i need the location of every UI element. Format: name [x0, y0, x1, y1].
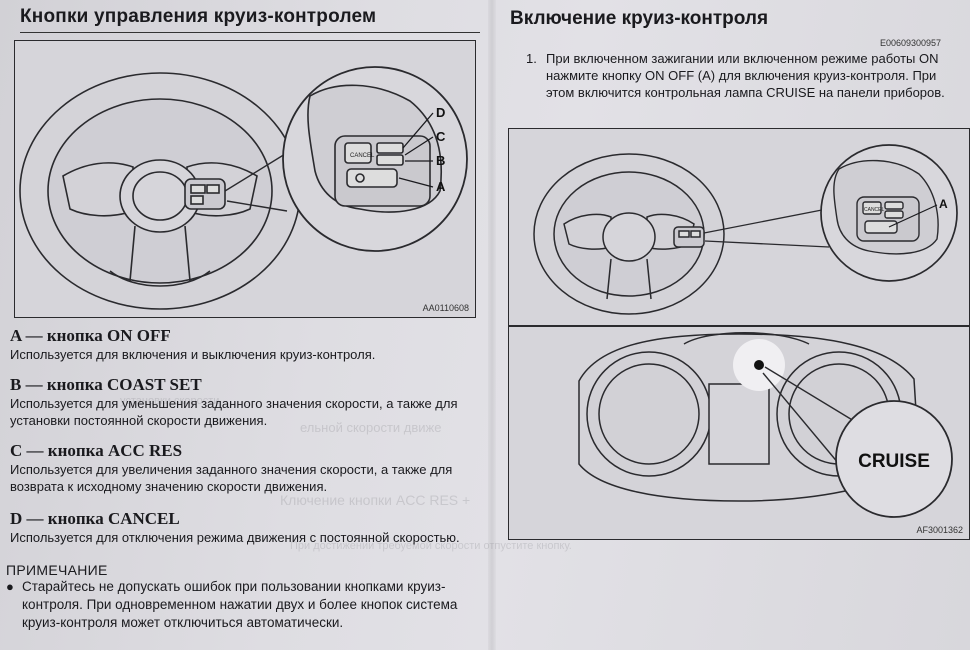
item-text: Используется для уменьшения заданного зн… [10, 396, 458, 428]
item-b: B — кнопка COAST SET Используется для ум… [10, 375, 482, 429]
bleed-through-text: ельной скорости движе [300, 420, 442, 435]
note-title: ПРИМЕЧАНИЕ [6, 562, 108, 578]
item-d: D — кнопка CANCEL Используется для отклю… [10, 509, 482, 546]
cruise-illustration: CANCEL A CRUISE [533, 144, 958, 518]
item-c: C — кнопка ACC RES Используется для увел… [10, 441, 482, 495]
callout-b: B [436, 153, 445, 168]
bleed-through-text: установки скорости [120, 395, 220, 407]
cruise-figure: CANCEL A CRUISE AF3001362 [508, 128, 970, 540]
step-number: 1. [526, 51, 537, 66]
bullet-icon: ● [6, 579, 14, 594]
callout-a: A [939, 197, 948, 211]
item-heading: C — кнопка ACC RES [10, 441, 183, 460]
item-heading: A — кнопка ON OFF [10, 326, 171, 345]
steering-wheel-illustration: CANCEL D C B A [19, 66, 468, 310]
page-title: Кнопки управления круиз-контролем [20, 6, 480, 33]
item-text: Используется для увеличения заданного зн… [10, 462, 453, 494]
item-heading: B — кнопка COAST SET [10, 375, 202, 394]
bleed-through-text: При достижении требуемой скорости отпуст… [290, 540, 572, 552]
callout-d: D [436, 105, 445, 120]
item-a: A — кнопка ON OFF Используется для включ… [10, 326, 482, 363]
cancel-button-label: CANCEL [350, 153, 375, 159]
figure-code: AA0110608 [422, 303, 469, 313]
figure-code: AF3001362 [916, 525, 963, 535]
item-text: Используется для отключения режима движе… [10, 530, 460, 545]
callout-c: C [436, 129, 446, 144]
note-text: Старайтесь не допускать ошибок при польз… [22, 579, 458, 630]
note-body: ● Старайтесь не допускать ошибок при пол… [6, 578, 467, 632]
cruise-lamp-icon [754, 360, 764, 370]
cruise-indicator-label: CRUISE [858, 451, 930, 472]
item-heading: D — кнопка CANCEL [10, 509, 180, 528]
cancel-button-label: CANCEL [864, 207, 885, 213]
steering-wheel-figure: CANCEL D C B A AA0110608 [14, 40, 476, 318]
section-title: Включение круиз-контроля [510, 8, 769, 29]
item-text: Используется для включения и выключения … [10, 347, 376, 362]
section-code: E00609300957 [880, 38, 942, 48]
callout-a: A [436, 179, 446, 194]
bleed-through-text: Ключение кнопки ACC RES + [280, 492, 471, 508]
figure-divider [508, 325, 970, 327]
page-fold [488, 0, 496, 650]
step-1: 1. При включенном зажигании или включенн… [526, 50, 956, 101]
step-text: При включенном зажигании или включенном … [546, 51, 945, 100]
